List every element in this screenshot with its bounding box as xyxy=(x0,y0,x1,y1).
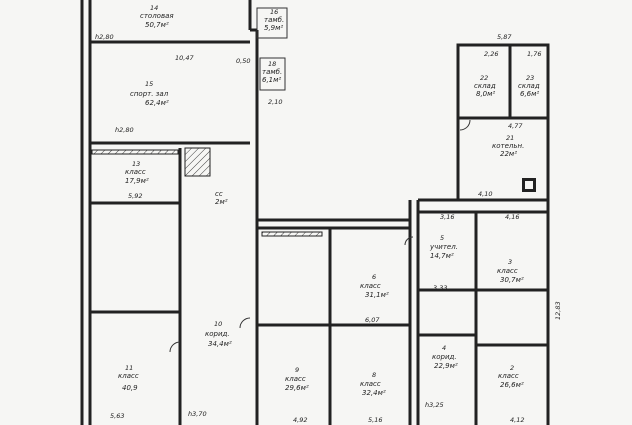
dim: 4,16 xyxy=(505,213,519,221)
room-6-name: класс xyxy=(360,282,381,290)
room-15-name: спорт. зал xyxy=(130,90,169,98)
room-23-number: 23 xyxy=(526,74,534,82)
door-swings xyxy=(169,119,471,353)
room-2-name: класс xyxy=(498,372,519,380)
west-wing-walls xyxy=(80,0,288,425)
dim: 4,10 xyxy=(478,190,492,198)
dim: 5,63 xyxy=(110,412,124,420)
room-11-area: 40,9 xyxy=(122,384,138,392)
room-9-number: 9 xyxy=(295,366,299,374)
room-cc-name: сс xyxy=(215,190,223,198)
room-18-name: тамб. xyxy=(262,68,282,76)
dim: 5,16 xyxy=(368,416,382,424)
room-8-number: 8 xyxy=(372,371,376,379)
room-13-name: класс xyxy=(125,168,146,176)
dim: 4,92 xyxy=(293,416,307,424)
middle-block-walls xyxy=(257,200,420,425)
dim: 3,33 xyxy=(433,284,447,292)
room-14-name: столовая xyxy=(140,12,174,20)
room-3-name: класс xyxy=(497,267,518,275)
room-21-area: 22м² xyxy=(500,150,517,158)
room-22-area: 8,0м² xyxy=(476,90,495,98)
dim: 2,26 xyxy=(484,50,498,58)
east-block-walls xyxy=(418,43,550,425)
wall-hatching-2 xyxy=(261,231,323,237)
room-22-name: склад xyxy=(474,82,496,90)
room-16-name: тамб. xyxy=(264,16,284,24)
dim: h2,80 xyxy=(115,126,134,134)
room-8-name: класс xyxy=(360,380,381,388)
room-4-name: корид. xyxy=(432,353,457,361)
room-15-number: 15 xyxy=(145,80,153,88)
room-22-number: 22 xyxy=(480,74,488,82)
room-6-area: 31,1м² xyxy=(365,291,389,299)
dim: 5,92 xyxy=(128,192,142,200)
room-13-area: 17,9м² xyxy=(125,177,149,185)
room-2-number: 2 xyxy=(510,364,514,372)
room-16-area: 5,9м² xyxy=(264,24,283,32)
dim: 5,87 xyxy=(497,33,512,41)
room-6-number: 6 xyxy=(372,273,376,281)
room-18-area: 6,1м² xyxy=(262,76,281,84)
room-labels: 14 столовая 50,7м² 15 спорт. зал 62,4м² … xyxy=(118,4,540,397)
room-23-name: склад xyxy=(518,82,540,90)
room-11-name: класс xyxy=(118,372,139,380)
dim: h3,25 xyxy=(425,401,444,409)
dimension-labels: h2,80 10,47 0,50 h2,80 5,92 5,63 h3,70 4… xyxy=(95,33,562,424)
wall-hatching xyxy=(91,149,179,155)
dim: h3,70 xyxy=(188,410,207,418)
room-9-name: класс xyxy=(285,375,306,383)
room-4-number: 4 xyxy=(442,344,446,352)
dim: 6,07 xyxy=(365,316,380,324)
dim: 12,83 xyxy=(554,301,562,320)
room-5-area: 14,7м² xyxy=(430,252,454,260)
room-8-area: 32,4м² xyxy=(362,389,386,397)
dim: 2,10 xyxy=(268,98,282,106)
dim: 1,76 xyxy=(527,50,541,58)
room-14-number: 14 xyxy=(150,4,158,12)
room-11-number: 11 xyxy=(125,364,133,372)
room-2-area: 26,6м² xyxy=(500,381,524,389)
dim: 3,16 xyxy=(440,213,454,221)
room-10-area: 34,4м² xyxy=(208,340,232,348)
room-15-area: 62,4м² xyxy=(145,99,169,107)
room-13-number: 13 xyxy=(132,160,140,168)
room-23-area: 6,6м² xyxy=(520,90,539,98)
room-18-number: 18 xyxy=(268,60,276,68)
room-3-number: 3 xyxy=(508,258,512,266)
room-10-name: корид. xyxy=(205,330,230,338)
dim: 0,50 xyxy=(236,57,250,65)
dim: 4,12 xyxy=(510,416,524,424)
dim: h2,80 xyxy=(95,33,114,41)
room-16-number: 16 xyxy=(270,8,278,16)
room-14-area: 50,7м² xyxy=(145,21,169,29)
room-4-area: 22,9м² xyxy=(434,362,458,370)
dim: 4,77 xyxy=(508,122,523,130)
room-3-area: 30,7м² xyxy=(500,276,524,284)
room-21-number: 21 xyxy=(506,134,514,142)
room-9-area: 29,6м² xyxy=(285,384,309,392)
room-5-number: 5 xyxy=(440,234,444,242)
stair-hatching xyxy=(184,147,211,177)
room-10-number: 10 xyxy=(214,320,222,328)
room-cc-area: 2м² xyxy=(215,198,228,206)
room-5-name: учител. xyxy=(429,243,458,251)
dim: 10,47 xyxy=(175,54,194,62)
room-21-name: котельн. xyxy=(492,142,524,150)
